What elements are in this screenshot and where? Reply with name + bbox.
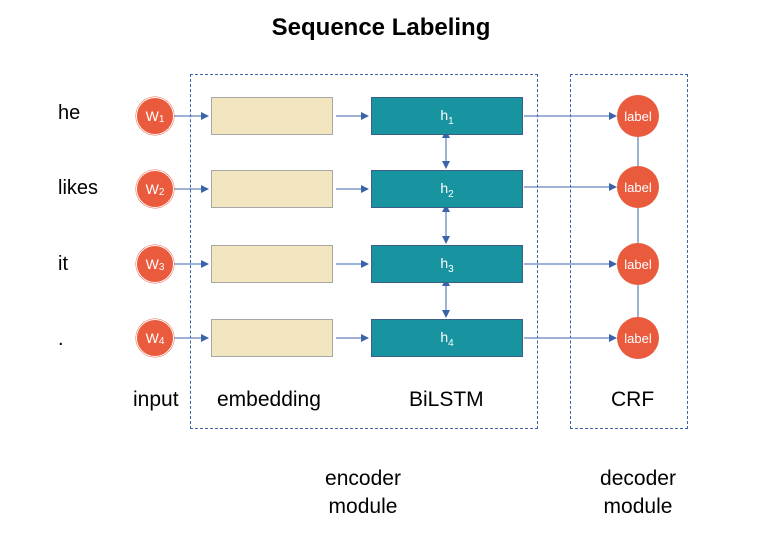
encoder-module-box: [190, 74, 538, 429]
embedding-box-4: [211, 319, 333, 357]
hidden-state-1: h1: [371, 97, 523, 135]
embedding-box-1: [211, 97, 333, 135]
hidden-state-2: h2: [371, 170, 523, 208]
label-node-3: label: [617, 243, 659, 285]
word-likes: likes: [58, 177, 99, 199]
label-node-4: label: [617, 317, 659, 359]
word-period: .: [58, 328, 64, 350]
column-label-bilstm: BiLSTM: [409, 388, 484, 411]
word-it: it: [58, 253, 68, 275]
embedding-box-2: [211, 170, 333, 208]
word-he: he: [58, 102, 81, 124]
decoder-module-box: [570, 74, 688, 429]
diagram-title: Sequence Labeling: [271, 14, 491, 41]
label-node-1: label: [617, 95, 659, 137]
embedding-box-3: [211, 245, 333, 283]
label-node-2: label: [617, 166, 659, 208]
column-label-crf: CRF: [611, 388, 655, 411]
hidden-state-4: h4: [371, 319, 523, 357]
column-label-input: input: [133, 388, 179, 411]
hidden-state-3: h3: [371, 245, 523, 283]
column-label-embedding: embedding: [217, 388, 321, 411]
